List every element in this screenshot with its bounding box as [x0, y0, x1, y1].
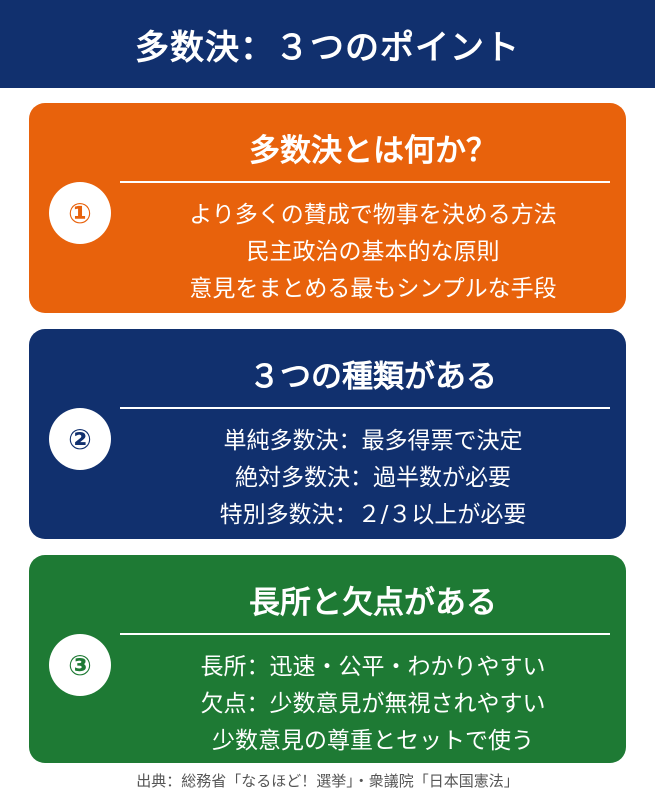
card-line: 意見をまとめる最もシンプルな手段	[189, 276, 557, 302]
card-divider-3	[120, 633, 610, 635]
number-badge-2: ②	[49, 408, 111, 470]
card-line: より多くの賛成で物事を決める方法	[189, 202, 557, 228]
card-line: 少数意見の尊重とセットで使う	[212, 728, 534, 754]
number-badge-1: ①	[49, 182, 111, 244]
point-card-1: ① 多数決とは何か？ より多くの賛成で物事を決める方法 民主政治の基本的な原則 …	[29, 103, 626, 313]
card-line: 長所：迅速・公平・わかりやすい	[200, 654, 546, 680]
number-badge-3: ③	[49, 634, 111, 696]
card-line: 単純多数決：最多得票で決定	[223, 428, 523, 454]
source-citation: 出典：総務省「なるほど！選挙」・衆議院「日本国憲法」	[136, 772, 519, 790]
card-divider-1	[120, 181, 610, 183]
card-line: 特別多数決：２/３以上が必要	[219, 502, 527, 528]
card-title-3: 長所と欠点がある	[249, 585, 497, 621]
card-lines-2: 単純多数決：最多得票で決定 絶対多数決：過半数が必要 特別多数決：２/３以上が必…	[120, 423, 626, 534]
card-line: 民主政治の基本的な原則	[246, 239, 500, 265]
card-line: 絶対多数決：過半数が必要	[235, 465, 511, 491]
card-line: 欠点：少数意見が無視されやすい	[200, 691, 546, 717]
header-banner: 多数決：３つのポイント	[0, 0, 655, 88]
card-lines-3: 長所：迅速・公平・わかりやすい 欠点：少数意見が無視されやすい 少数意見の尊重と…	[120, 649, 626, 760]
card-title-1: 多数決とは何か？	[249, 133, 497, 169]
card-lines-1: より多くの賛成で物事を決める方法 民主政治の基本的な原則 意見をまとめる最もシン…	[120, 197, 626, 308]
point-card-2: ② ３つの種類がある 単純多数決：最多得票で決定 絶対多数決：過半数が必要 特別…	[29, 329, 626, 539]
point-card-3: ③ 長所と欠点がある 長所：迅速・公平・わかりやすい 欠点：少数意見が無視されや…	[29, 555, 626, 763]
card-title-2: ３つの種類がある	[249, 359, 497, 395]
page-title: 多数決：３つのポイント	[135, 27, 520, 68]
card-divider-2	[120, 407, 610, 409]
